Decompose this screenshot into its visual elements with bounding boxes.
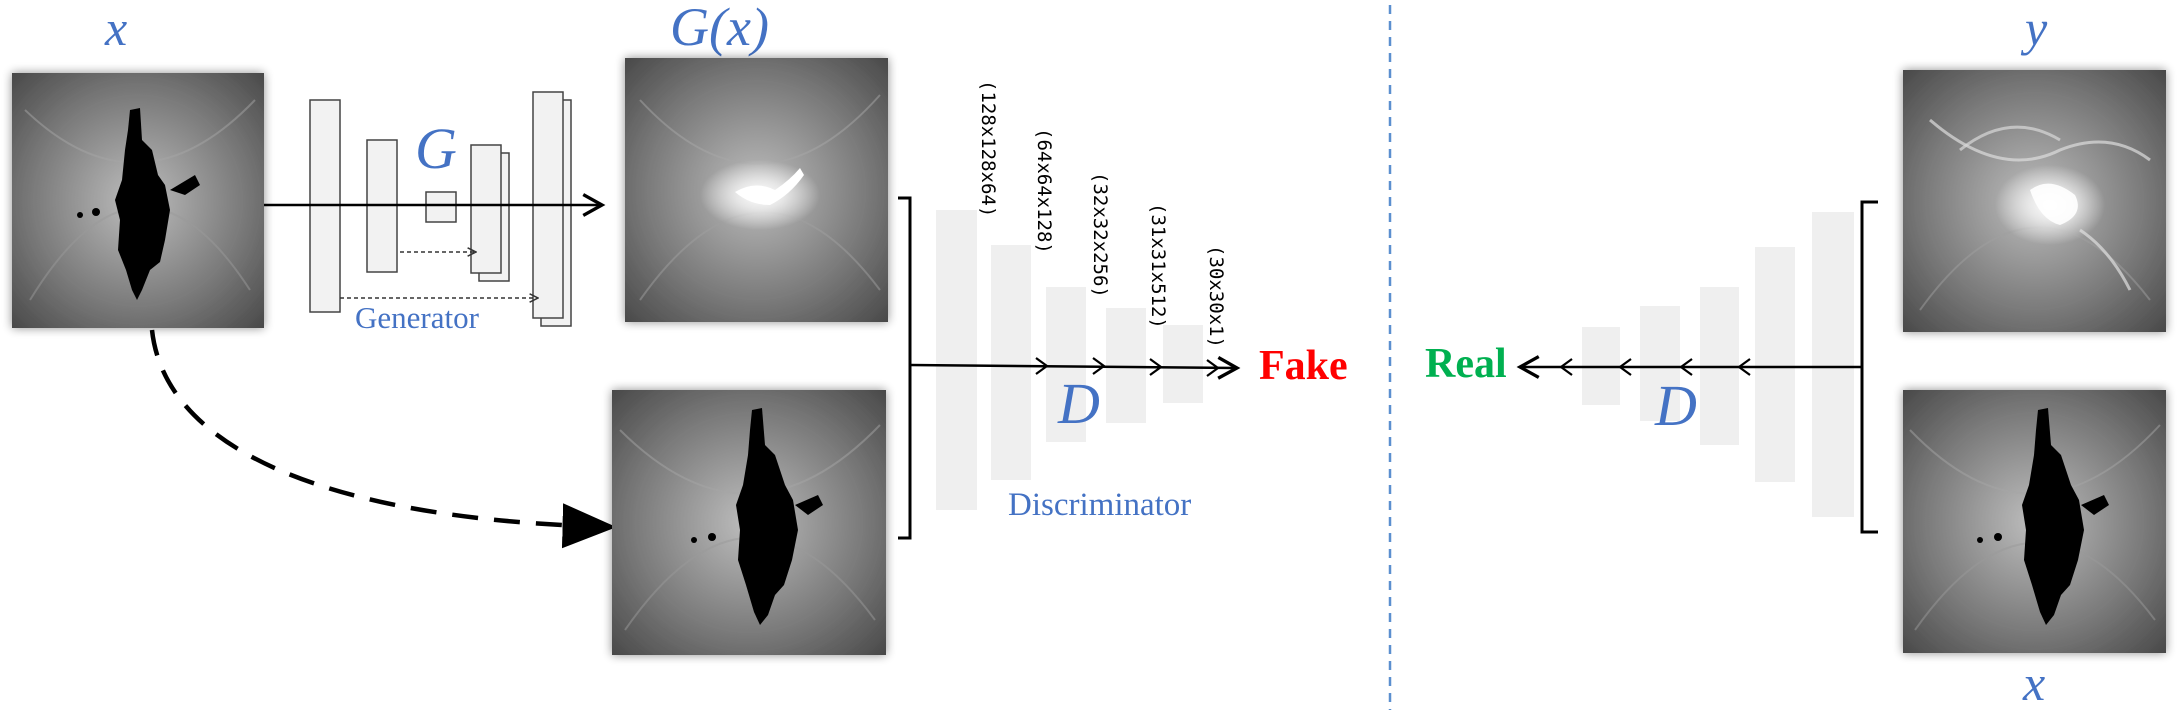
dim-label-1: (128x128x64) <box>977 80 999 217</box>
mask-region <box>2022 408 2084 625</box>
g-symbol: G <box>415 116 457 181</box>
input-image-x-right <box>1903 390 2166 653</box>
dim-label-5: (30x30x1) <box>1205 245 1227 348</box>
discriminator-step-chevrons-left <box>1035 357 1220 377</box>
mask-region <box>736 408 798 625</box>
real-output-label: Real <box>1425 341 1507 387</box>
dim-label-3: (32x32x256) <box>1089 172 1111 298</box>
generator-bottleneck <box>425 191 457 223</box>
d-symbol-left: D <box>1057 371 1100 436</box>
discriminator-flow-arrow-left <box>909 355 1241 380</box>
fake-output-label: Fake <box>1259 343 1348 389</box>
disc-layer-4-right <box>1640 306 1680 421</box>
disc-layer-1-right <box>1812 212 1854 517</box>
dim-label-2: (64x64x128) <box>1033 128 1055 254</box>
dim-label-4: (31x31x512) <box>1147 203 1169 329</box>
disc-layer-1 <box>936 210 977 510</box>
discriminator-step-chevrons-right <box>1559 358 1751 376</box>
gx-label: G(x) <box>670 0 769 57</box>
y-label: y <box>2020 0 2048 56</box>
copy-input-arrow <box>149 329 617 549</box>
input-image-x-copy <box>612 390 886 655</box>
discriminator-input-bracket <box>898 196 912 540</box>
x-label-top-left: x <box>104 0 127 56</box>
disc-layer-3 <box>1046 287 1086 442</box>
generated-image-gx <box>625 58 888 322</box>
disc-layer-2-right <box>1755 247 1795 482</box>
mask-region <box>115 108 170 300</box>
discriminator-network-left <box>936 210 1203 510</box>
generator-skip-connections <box>340 252 538 298</box>
input-image-x <box>12 73 264 328</box>
disc-layer-4 <box>1106 308 1146 423</box>
target-image-y <box>1903 70 2166 332</box>
disc-layer-5 <box>1163 325 1203 403</box>
d-symbol-right: D <box>1654 373 1697 438</box>
discriminator-input-bracket-right <box>1860 200 1878 534</box>
discriminator-label: Discriminator <box>1008 487 1191 523</box>
x-label-bottom-right: x <box>2022 655 2045 711</box>
disc-layer-2 <box>991 245 1031 480</box>
generator-label: Generator <box>355 300 480 335</box>
generator-decoder-layer-1 <box>470 144 502 274</box>
layer-dimension-labels: (128x128x64) (64x64x128) (32x32x256) (31… <box>977 80 1227 348</box>
